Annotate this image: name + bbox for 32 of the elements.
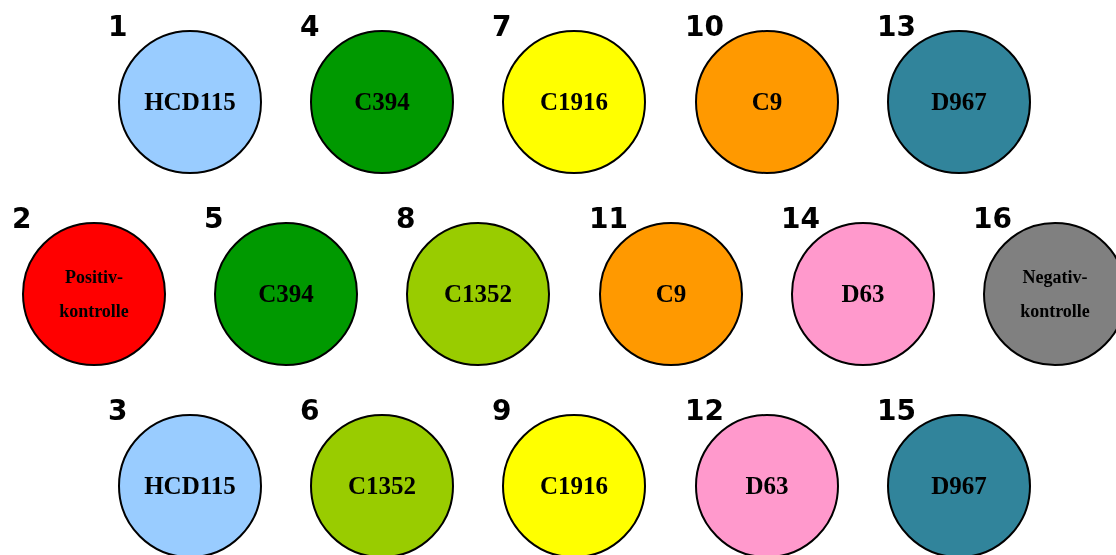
sample-label: C394 bbox=[354, 88, 410, 116]
sample-label: C9 bbox=[751, 88, 783, 116]
position-number: 13 bbox=[877, 10, 916, 43]
position-number: 5 bbox=[204, 202, 224, 235]
position-number: 4 bbox=[300, 10, 320, 43]
sample-label: C1916 bbox=[539, 472, 609, 500]
sample-label: C1916 bbox=[539, 88, 609, 116]
position-number: 2 bbox=[12, 202, 32, 235]
position-number: 10 bbox=[685, 10, 724, 43]
position-number: 15 bbox=[877, 394, 916, 427]
position-number: 14 bbox=[781, 202, 820, 235]
position-number: 8 bbox=[396, 202, 416, 235]
position-number: 7 bbox=[492, 10, 512, 43]
sample-label: C9 bbox=[655, 280, 687, 308]
position-number: 12 bbox=[685, 394, 724, 427]
position-number: 9 bbox=[492, 394, 512, 427]
sample-label: C394 bbox=[258, 280, 314, 308]
position-number: 1 bbox=[108, 10, 128, 43]
sample-label: HCD115 bbox=[144, 472, 236, 500]
position-number: 11 bbox=[589, 202, 628, 235]
position-number: 6 bbox=[300, 394, 320, 427]
sample-label: D967 bbox=[931, 88, 987, 116]
position-number: 3 bbox=[108, 394, 128, 427]
sample-label: D63 bbox=[745, 472, 789, 500]
sample-label: Positiv- kontrolle bbox=[58, 266, 130, 323]
sample-label: Negativ- kontrolle bbox=[1019, 266, 1091, 323]
sample-label: C1352 bbox=[443, 280, 513, 308]
position-number: 16 bbox=[973, 202, 1012, 235]
sample-label: D967 bbox=[931, 472, 987, 500]
sample-label: C1352 bbox=[347, 472, 417, 500]
sample-label: D63 bbox=[841, 280, 885, 308]
sample-label: HCD115 bbox=[144, 88, 236, 116]
